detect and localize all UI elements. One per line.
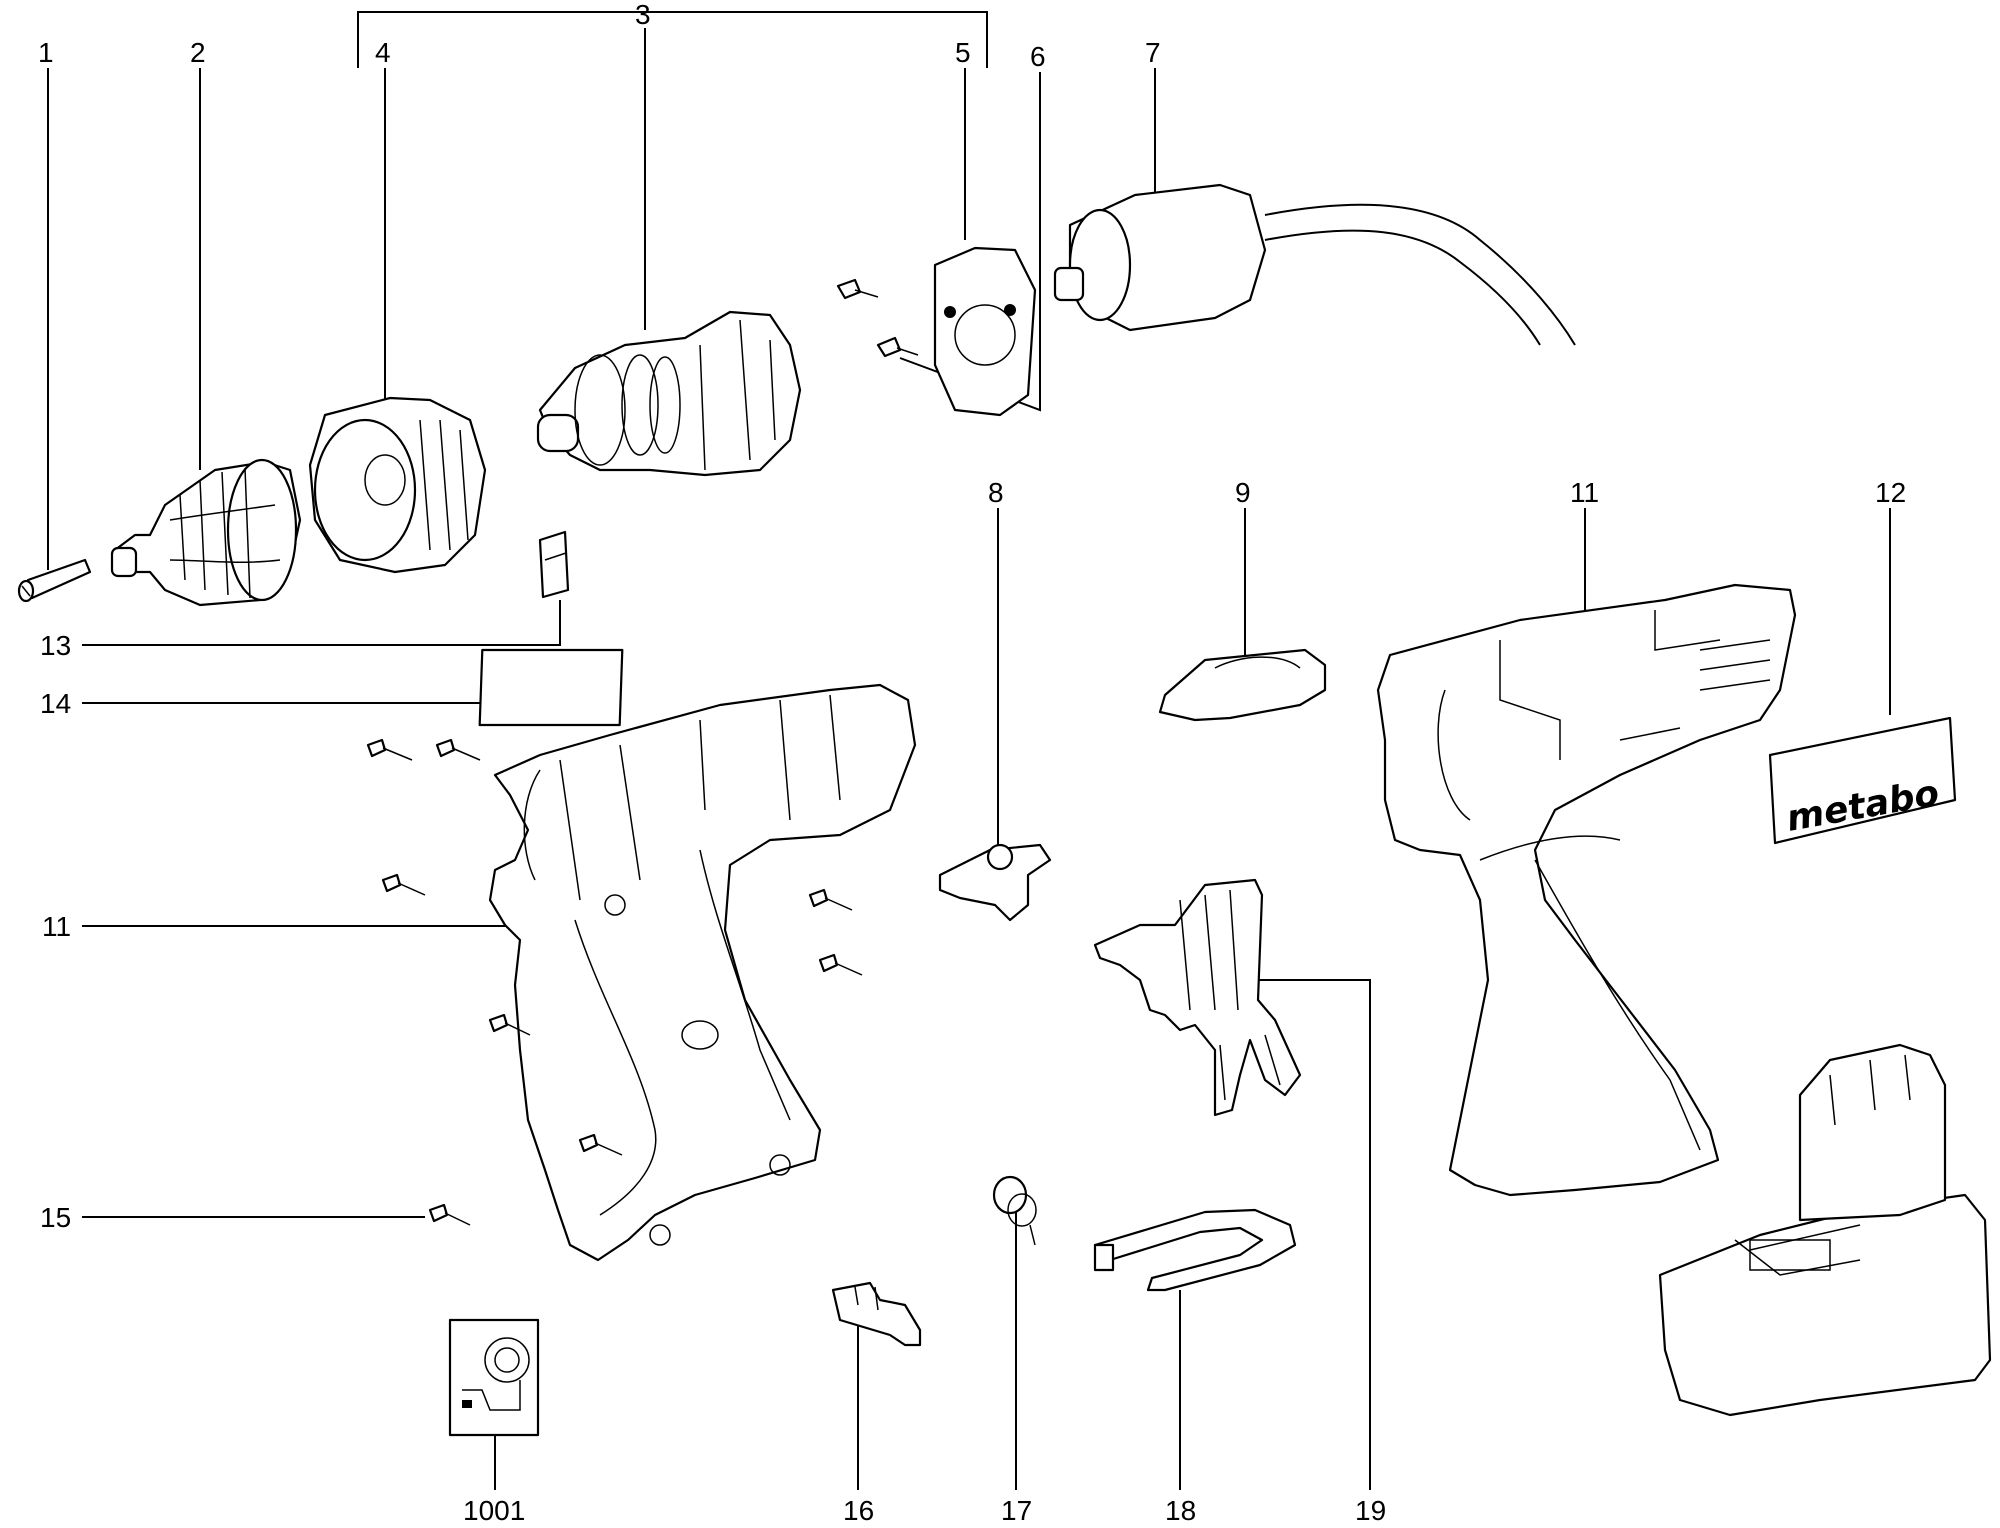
callout-16: 16 [843, 1495, 874, 1526]
callout-18: 18 [1165, 1495, 1196, 1526]
leader-lines [47, 11, 1891, 1490]
part-housing-left [488, 683, 917, 1262]
part-lever [938, 843, 1052, 922]
callout-4: 4 [375, 37, 391, 68]
part-brand-badge: metabo [1768, 716, 1957, 845]
part-switch-unit [1093, 878, 1302, 1117]
callout-6: 6 [1030, 41, 1046, 72]
callout-5: 5 [955, 37, 971, 68]
part-clip [538, 530, 570, 599]
callout-14: 14 [40, 688, 71, 719]
part-motor-screws [836, 278, 919, 358]
part-battery-pack [1658, 1043, 1992, 1417]
part-bit [17, 558, 92, 603]
part-small-clip [831, 1281, 922, 1347]
callout-7: 7 [1145, 37, 1161, 68]
callout-2: 2 [190, 37, 206, 68]
callout-11-left: 11 [42, 911, 71, 942]
callout-15: 15 [40, 1202, 71, 1233]
callout-9: 9 [1235, 477, 1251, 508]
part-housing-right [1376, 583, 1797, 1197]
callout-13: 13 [40, 630, 71, 661]
part-decal [448, 1318, 540, 1437]
callout-17: 17 [1001, 1495, 1032, 1526]
part-label-plate [478, 648, 624, 727]
part-motor-plate [933, 246, 1037, 417]
part-belt-clip [1093, 1208, 1297, 1292]
callout-1: 1 [38, 37, 54, 68]
part-gearbox [536, 310, 802, 477]
part-motor [1053, 183, 1576, 346]
part-collar [308, 396, 487, 574]
callout-11-top: 11 [1570, 477, 1599, 508]
part-housing-screws [366, 738, 863, 1226]
part-chuck [110, 458, 302, 607]
callout-1001: 1001 [463, 1495, 525, 1526]
callout-8: 8 [988, 477, 1004, 508]
callout-3: 3 [635, 0, 651, 30]
part-spring [992, 1175, 1037, 1246]
part-direction-slider [1158, 648, 1327, 722]
callout-12: 12 [1875, 477, 1906, 508]
callout-numbers: 1 2 3 4 5 6 7 8 9 11 12 13 14 11 15 1001… [38, 0, 1906, 1526]
callout-19: 19 [1355, 1495, 1386, 1526]
